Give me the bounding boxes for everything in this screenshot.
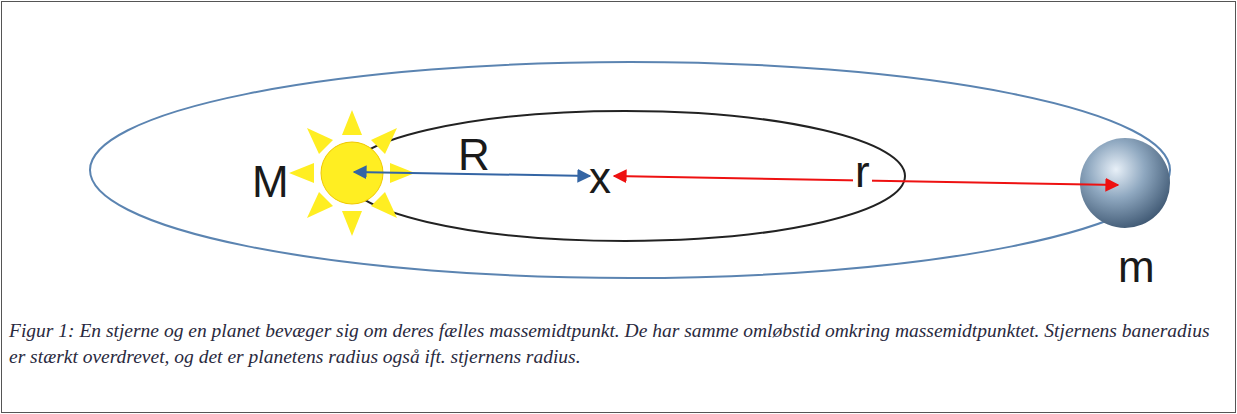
center-of-mass-label: x	[589, 156, 611, 200]
planet-orbit	[90, 62, 1170, 278]
planet-symbol	[1080, 138, 1170, 228]
star-radius-label: R	[458, 133, 490, 177]
figure-caption: Figur 1: En stjerne og en planet bevæger…	[9, 318, 1227, 371]
star-mass-label: M	[252, 160, 289, 204]
planet-radius-label: r	[853, 150, 872, 194]
planet-mass-label: m	[1118, 245, 1155, 289]
